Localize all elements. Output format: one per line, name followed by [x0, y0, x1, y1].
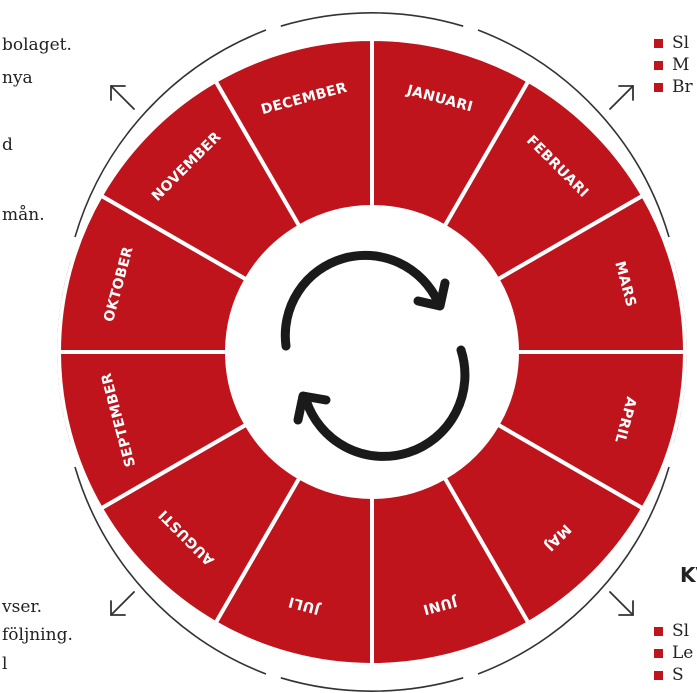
left-text-line: nya: [2, 68, 33, 88]
bullet-square-icon: [654, 60, 663, 70]
right-bullet-list-bottom: Sl Le S: [654, 620, 693, 686]
corner-arrows: [110, 85, 634, 616]
refresh-cycle-icon: [280, 250, 470, 461]
arrow-up-left-icon: [110, 85, 135, 110]
outer-ring-arc: [477, 29, 670, 238]
outer-ring-arc: [280, 677, 464, 692]
bullet-square-icon: [654, 648, 663, 658]
bullet-square-icon: [654, 82, 663, 92]
section-heading: KV: [680, 563, 697, 587]
list-item: S: [654, 664, 693, 686]
list-item: Br: [654, 76, 693, 98]
list-item: Le: [654, 642, 693, 664]
outer-ring-arc: [477, 466, 670, 675]
left-text-line: följning.: [2, 625, 73, 645]
outer-ring-arc: [74, 29, 267, 238]
list-item: Sl: [654, 620, 693, 642]
bullet-square-icon: [654, 38, 663, 48]
bullet-square-icon: [654, 626, 663, 636]
list-item: M: [654, 54, 693, 76]
arrow-up-right-icon: [609, 85, 634, 110]
left-text-line: l: [2, 654, 8, 674]
left-text-line: vser.: [2, 597, 43, 617]
month-segments: [57, 37, 687, 667]
right-bullet-list-top: Sl M Br: [654, 32, 693, 98]
list-item: Sl: [654, 32, 693, 54]
arrow-down-right-icon: [609, 591, 634, 616]
arrow-down-left-icon: [110, 591, 135, 616]
bullet-square-icon: [654, 670, 663, 680]
outer-ring-arc: [280, 12, 464, 27]
outer-ring-arc: [74, 466, 267, 675]
month-segment: [213, 37, 374, 229]
left-text-line: bolaget.: [2, 35, 72, 55]
left-text-line: mån.: [2, 205, 45, 225]
left-text-line: d: [2, 135, 13, 155]
